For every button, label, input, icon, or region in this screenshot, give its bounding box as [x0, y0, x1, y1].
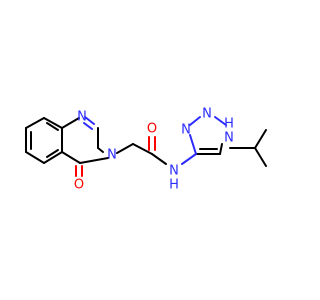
bond-ch2-co [132, 143, 153, 155]
atom-label-n1: N [77, 110, 87, 125]
bond [214, 116, 227, 126]
atom-label-triazole-n-a: N [181, 123, 191, 138]
atom-label-triazole-h: H [224, 117, 234, 132]
bond [43, 117, 63, 129]
atom-label-amide-oxygen: O [147, 122, 157, 137]
atom-label-ring-oxygen: O [74, 178, 84, 193]
benzene-ring [25, 117, 63, 164]
bond [254, 147, 267, 167]
bond-c4-n3 [79, 157, 109, 164]
bond-c4a-c4 [61, 151, 81, 164]
bond [189, 134, 197, 155]
bond [219, 143, 223, 155]
isopropyl-group [229, 129, 267, 167]
double-bond-inner [46, 122, 59, 131]
bond [189, 116, 201, 126]
bond [43, 151, 63, 164]
atom-label-triazole-nh: N [224, 131, 234, 146]
atom-label-amide-n: N [169, 164, 179, 179]
bond-n3-ch2 [116, 143, 134, 154]
bond-co-nh [151, 153, 167, 165]
atom-label-n3: N [107, 148, 117, 163]
bond-c2-n3 [97, 147, 104, 153]
acetamide-linker [116, 136, 197, 165]
pyrimidinone-ring [61, 116, 109, 177]
bond [25, 151, 45, 164]
structure-svg: N N O O N H N N N H [25, 107, 267, 193]
double-bond-n1-c2 [83, 122, 93, 130]
bond [61, 117, 80, 129]
bond-nh-triazole [181, 153, 197, 165]
bond [254, 129, 267, 149]
bond [25, 117, 45, 129]
molecule-diagram: N N O O N H N N N H [25, 106, 267, 193]
bond-c8a-n1 [84, 116, 95, 125]
atom-label-amide-h: H [169, 178, 179, 193]
double-bond-inner [46, 149, 59, 158]
triazole-ring [189, 116, 227, 155]
atom-label-triazole-n-b: N [202, 107, 212, 122]
